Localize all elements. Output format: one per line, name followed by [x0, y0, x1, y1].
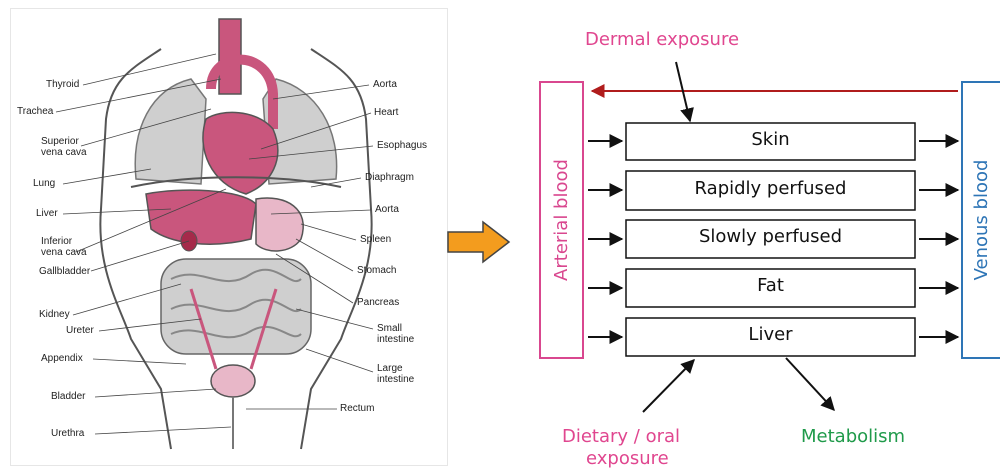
metabolism-label: Metabolism	[801, 426, 905, 447]
compartment-label-slowly-perfused: Slowly perfused	[626, 226, 915, 247]
compartment-label-skin: Skin	[626, 129, 915, 150]
metabolism-arrow	[786, 358, 834, 410]
compartment-label-fat: Fat	[626, 275, 915, 296]
oral-exposure-label-line2: exposure	[586, 448, 669, 469]
oral-exposure-arrow	[643, 360, 694, 412]
dermal-exposure-label: Dermal exposure	[585, 29, 739, 50]
oral-exposure-label-line1: Dietary / oral	[562, 426, 680, 447]
compartment-label-rapidly-perfused: Rapidly perfused	[626, 178, 915, 199]
compartment-label-liver: Liver	[626, 324, 915, 345]
venous-blood-label: Venous blood	[971, 150, 993, 290]
arterial-blood-label: Arterial blood	[551, 150, 573, 290]
